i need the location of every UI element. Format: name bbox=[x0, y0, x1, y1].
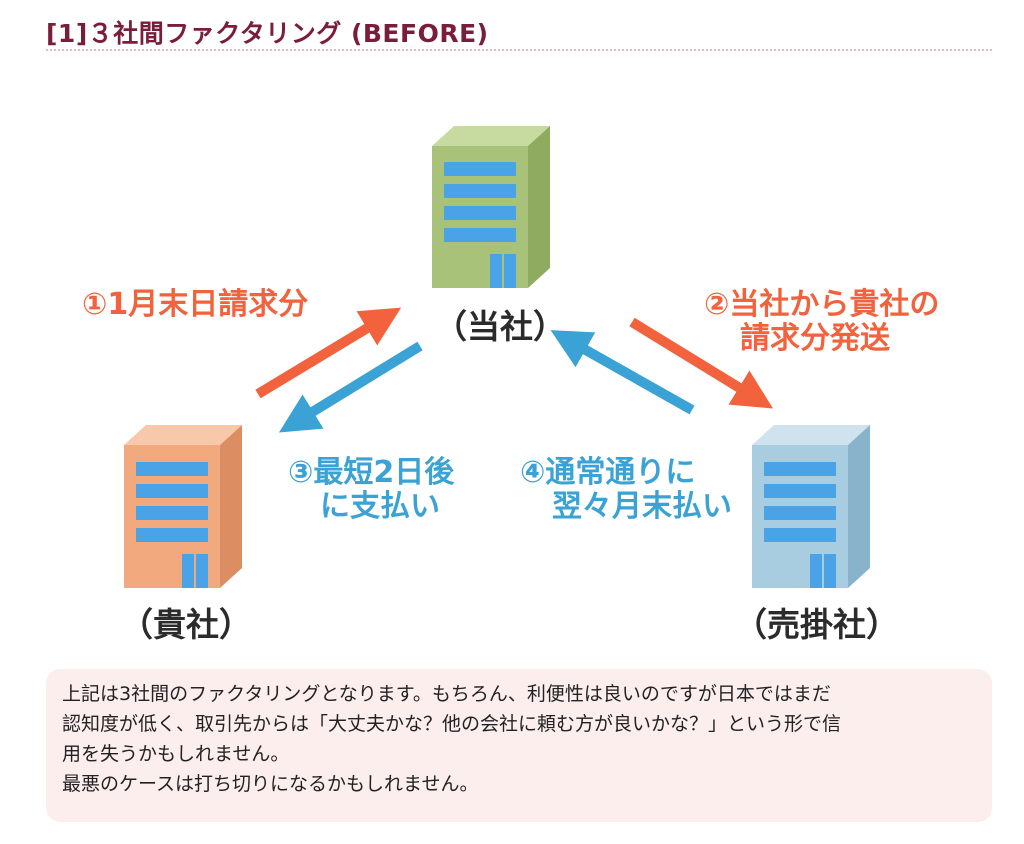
note-line-2: 認知度が低く、取引先からは「大丈夫かな？他の会社に頼む方が良いかな？」という形で… bbox=[62, 713, 842, 735]
explanation-note: 上記は3社間のファクタリングとなります。もちろん、利便性は良いのですが日本ではま… bbox=[46, 669, 992, 822]
diagram-graphics bbox=[124, 126, 870, 588]
step-1-label: ①1月末日請求分 bbox=[82, 288, 308, 322]
step-3-line-1: ③最短2日後 bbox=[288, 455, 455, 490]
step-2-line-2: 請求分発送 bbox=[740, 321, 890, 356]
step-4-line-2: 翌々月末払い bbox=[552, 489, 732, 524]
self-company-label: （当社） bbox=[434, 307, 566, 346]
note-line-1: 上記は3社間のファクタリングとなります。もちろん、利便性は良いのですが日本ではま… bbox=[62, 683, 831, 705]
step-3-label: ③最短2日後 に支払い bbox=[288, 456, 454, 524]
heading-divider bbox=[46, 49, 992, 51]
step-4-label: ④通常通りに 翌々月末払い bbox=[520, 456, 732, 524]
you-building-icon bbox=[124, 425, 242, 588]
debtor-company-label: （売掛社） bbox=[734, 605, 899, 644]
section-heading: [1]３社間ファクタリング (BEFORE) bbox=[46, 19, 489, 48]
step-4-line-1: ④通常通りに bbox=[520, 455, 696, 490]
arrow-payment-icon bbox=[278, 341, 423, 433]
arrow-settlement-icon bbox=[550, 330, 695, 415]
arrow-invoice-icon bbox=[255, 307, 402, 399]
step-1-line-1: ①1月末日請求分 bbox=[82, 287, 309, 322]
you-company-label: （貴社） bbox=[120, 605, 252, 644]
note-line-3: 用を失うかもしれません。 bbox=[62, 743, 290, 765]
self-building-icon bbox=[432, 126, 550, 288]
note-line-4: 最悪のケースは打ち切りになるかもしれません。 bbox=[62, 773, 479, 795]
factoring-diagram: （当社） （貴社） （売掛社） ①1月末日請求分 ②当社から貴社の 請求分発送 … bbox=[0, 60, 1024, 660]
step-3-line-2: に支払い bbox=[320, 489, 440, 524]
step-2-label: ②当社から貴社の 請求分発送 bbox=[704, 288, 939, 356]
step-2-line-1: ②当社から貴社の bbox=[704, 287, 940, 322]
arrow-dispatch-icon bbox=[629, 317, 774, 409]
debtor-building-icon bbox=[752, 425, 870, 588]
